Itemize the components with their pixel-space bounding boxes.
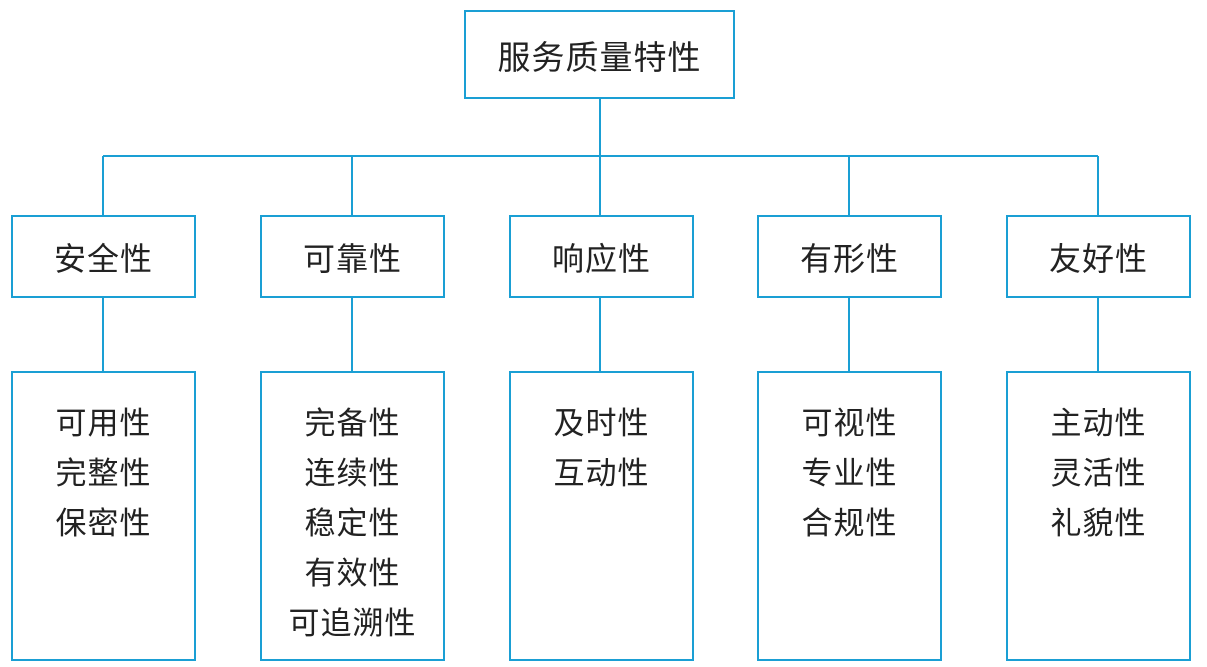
detail-item: 完备性: [304, 406, 401, 442]
detail-item: 互动性: [553, 456, 650, 492]
detail-item: 合规性: [801, 506, 898, 542]
detail-item: 保密性: [55, 506, 152, 542]
category-node-responsiveness: 响应性: [509, 215, 694, 298]
root-label: 服务质量特性: [497, 37, 702, 77]
detail-item: 连续性: [304, 456, 401, 492]
category-label: 可靠性: [302, 239, 402, 278]
detail-item: 礼貌性: [1050, 506, 1147, 542]
detail-item: 主动性: [1050, 406, 1147, 442]
detail-item: 专业性: [801, 456, 898, 492]
detail-item: 灵活性: [1050, 456, 1147, 492]
detail-item: 完整性: [55, 456, 152, 492]
detail-node-reliability: 完备性 连续性 稳定性 有效性 可追溯性: [260, 371, 445, 661]
category-node-friendliness: 友好性: [1006, 215, 1191, 298]
category-node-tangibility: 有形性: [757, 215, 942, 298]
detail-item: 可追溯性: [288, 606, 417, 642]
root-node: 服务质量特性: [464, 10, 735, 99]
detail-item: 有效性: [304, 556, 401, 592]
detail-item: 稳定性: [304, 506, 401, 542]
detail-item: 可用性: [55, 406, 152, 442]
category-label: 响应性: [551, 239, 651, 278]
detail-node-tangibility: 可视性 专业性 合规性: [757, 371, 942, 661]
category-label: 友好性: [1048, 239, 1148, 278]
category-node-safety: 安全性: [11, 215, 196, 298]
detail-item: 可视性: [801, 406, 898, 442]
category-label: 有形性: [799, 239, 899, 278]
category-label: 安全性: [53, 239, 153, 278]
detail-node-friendliness: 主动性 灵活性 礼貌性: [1006, 371, 1191, 661]
detail-node-responsiveness: 及时性 互动性: [509, 371, 694, 661]
detail-item: 及时性: [553, 406, 650, 442]
category-node-reliability: 可靠性: [260, 215, 445, 298]
detail-node-safety: 可用性 完整性 保密性: [11, 371, 196, 661]
